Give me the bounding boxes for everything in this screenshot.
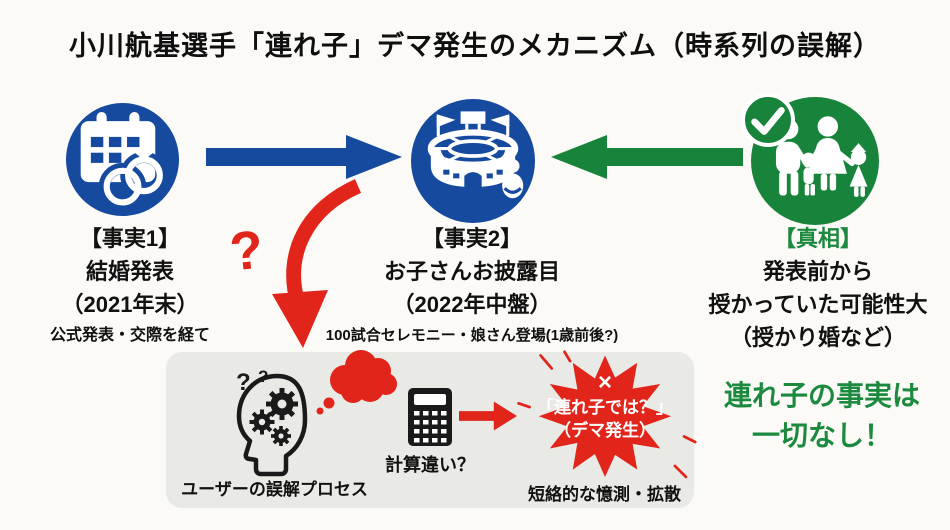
- check-badge-icon: [741, 93, 795, 147]
- burst-line2: （デマ発生）: [554, 421, 656, 440]
- calculator-icon: [407, 387, 453, 447]
- truth-line3: （授かり婚など）: [729, 325, 906, 350]
- calendar-rings-graphic: [80, 112, 168, 211]
- gear-big: [266, 388, 298, 420]
- fact2-block: 【事実2】 お子さんお披露目 （2022年中盤） 100試合セレモニー・娘さん登…: [302, 222, 642, 346]
- conclusion-line2: 一切なし！: [751, 420, 892, 451]
- head-question-2: ?: [258, 367, 268, 386]
- fact2-heading: 【事実2】: [421, 226, 523, 251]
- green-left-arrow-icon: [551, 135, 743, 179]
- burst-caption: 短絡的な憶測・拡散: [528, 485, 681, 504]
- calc-label: 計算違い？: [385, 455, 475, 475]
- fact1-caption: 公式発表・交際を経て: [49, 327, 210, 344]
- head-gears-icon: ? ?: [222, 366, 322, 482]
- red-curved-arrow-icon: [258, 178, 373, 356]
- fact2-line1: お子さんお披露目: [383, 259, 560, 284]
- head-question-1: ?: [236, 369, 251, 396]
- red-right-arrow-icon: [459, 401, 517, 431]
- process-label: ユーザーの誤解プロセス: [181, 480, 368, 499]
- stadium-graphic: [427, 111, 524, 199]
- burst-text: × 「連れ子では？」 （デマ発生）: [510, 370, 700, 442]
- truth-heading: 【真相】: [773, 226, 862, 251]
- fact2-line2: （2022年中盤）: [392, 292, 552, 317]
- fact1-line2: （2021年末）: [61, 292, 199, 317]
- rumor-burst-icon: × 「連れ子では？」 （デマ発生）: [510, 350, 700, 488]
- calendar-wedding-rings-icon: [66, 103, 179, 216]
- truth-line2: 授かっていた可能性大: [708, 292, 928, 317]
- stadium-baby-icon: [411, 99, 535, 223]
- gear-small: [271, 426, 291, 446]
- conclusion-text: 連れ子の事実は 一切なし！: [698, 376, 946, 456]
- thought-cloud-icon: [315, 348, 405, 416]
- conclusion-line1: 連れ子の事実は: [723, 380, 920, 411]
- page-title: 小川航基選手「連れ子」デマ発生のメカニズム（時系列の誤解）: [69, 31, 881, 61]
- burst-line1: 「連れ子では？」: [537, 398, 673, 417]
- fact1-block: 【事実1】 結婚発表 （2021年末） 公式発表・交際を経て: [10, 222, 250, 346]
- truth-block: 【真相】 発表前から 授かっていた可能性大 （授かり婚など）: [690, 222, 946, 354]
- fact2-caption: 100試合セレモニー・娘さん登場(1歳前後?): [325, 327, 619, 344]
- baby-glyph: [502, 159, 524, 199]
- fact1-line1: 結婚発表: [85, 259, 174, 284]
- truth-line1: 発表前から: [762, 259, 873, 284]
- gear-medium: [249, 409, 275, 435]
- burst-x-mark: ×: [597, 369, 612, 396]
- blue-right-arrow-icon: [206, 135, 402, 179]
- fact1-heading: 【事実1】: [79, 226, 181, 251]
